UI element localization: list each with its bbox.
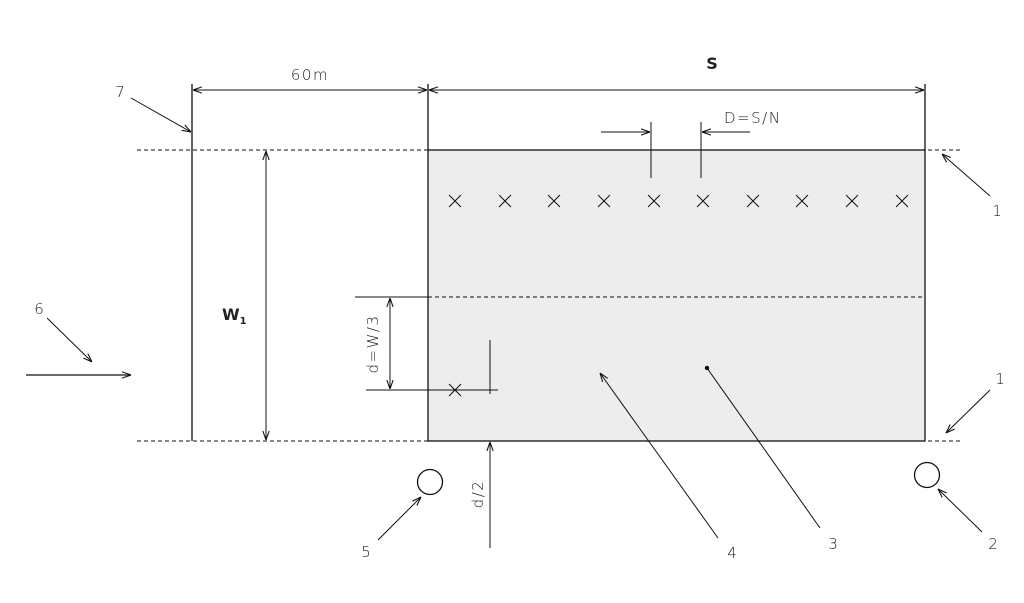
circle-icon (416, 468, 444, 496)
dim-s-label: S (706, 54, 718, 73)
x-mark-icon (498, 194, 512, 208)
dim-d-label: D=S/N (724, 109, 781, 127)
upper-marker-row (448, 194, 909, 208)
callout-6-label: 6 (34, 300, 44, 318)
dim-w1-subscript: 1 (240, 316, 247, 327)
x-mark-icon (448, 194, 462, 208)
dim-dw3-label: d=W/3 (364, 314, 382, 373)
callout-1-top-leader (942, 154, 991, 197)
x-mark-icon (448, 383, 462, 397)
callout-1-top-label: 1 (992, 202, 1002, 220)
x-mark-icon (895, 194, 909, 208)
callout-5-leader (377, 497, 421, 541)
callout-7-leader (130, 97, 191, 132)
x-mark-icon (746, 194, 760, 208)
x-mark-icon (795, 194, 809, 208)
callout-7-label: 7 (115, 83, 125, 101)
callout-1-bottom-leader (946, 389, 991, 433)
dim-w1-main: W (222, 305, 240, 324)
callout-1-bottom-label: 1 (995, 370, 1005, 388)
callout-4-leader (600, 373, 719, 539)
callout-2-leader (938, 489, 983, 533)
x-mark-icon (597, 194, 611, 208)
dim-w1-label: W1 (222, 305, 247, 327)
field-area (427, 149, 926, 442)
dim-60m-label: 60m (291, 66, 329, 84)
callout-2-label: 2 (988, 535, 998, 553)
x-mark-icon (845, 194, 859, 208)
dim-d2-label: d/2 (469, 480, 487, 509)
callout-4-label: 4 (727, 544, 737, 562)
callout-3-label: 3 (828, 535, 838, 553)
callout-5-label: 5 (361, 543, 371, 561)
callout-3-leader (706, 367, 821, 529)
x-mark-icon (647, 194, 661, 208)
x-mark-icon (696, 194, 710, 208)
circle-icon (913, 461, 941, 489)
x-mark-icon (547, 194, 561, 208)
callout-6-leader (46, 317, 92, 362)
